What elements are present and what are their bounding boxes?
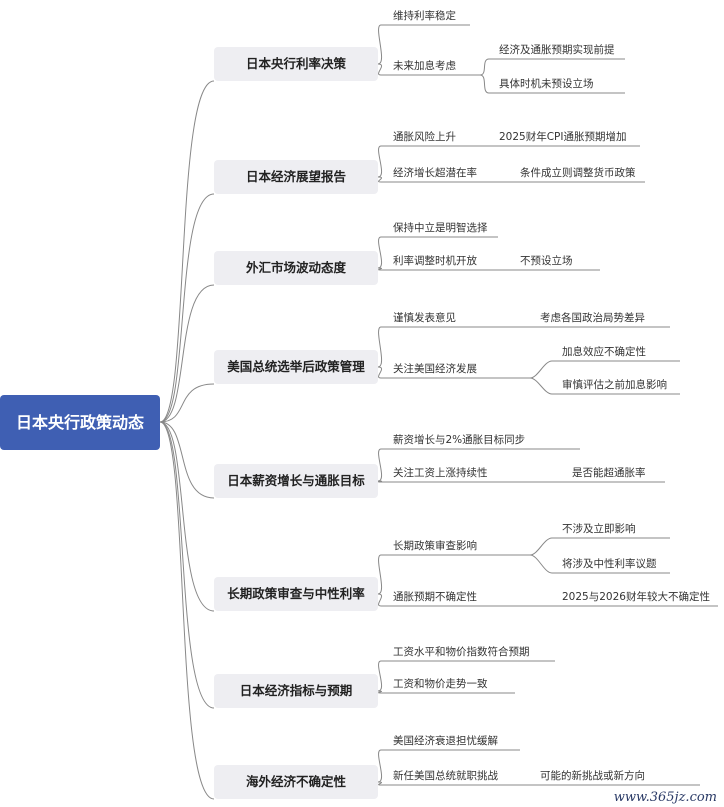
connector-4-2 bbox=[377, 366, 530, 379]
connector-1-2 bbox=[377, 63, 480, 76]
root-to-branch-4 bbox=[159, 383, 215, 423]
branch-8-child-2[interactable]: 新任美国总统就职挑战 bbox=[393, 770, 498, 782]
branch-node-3[interactable]: 外汇市场波动态度 bbox=[214, 251, 378, 285]
watermark: www.365jz.com bbox=[610, 790, 720, 805]
connector-3-2 bbox=[377, 267, 505, 271]
sub-connector-1-2-1 bbox=[479, 58, 625, 76]
branch-node-5[interactable]: 日本薪资增长与通胀目标 bbox=[214, 464, 378, 498]
branch-2-child-2-sub-1[interactable]: 条件成立则调整货币政策 bbox=[520, 167, 636, 179]
branch-node-8[interactable]: 海外经济不确定性 bbox=[214, 765, 378, 799]
branch-5-child-2[interactable]: 关注工资上涨持续性 bbox=[393, 467, 488, 479]
connector-1-1 bbox=[377, 24, 470, 65]
root-node[interactable]: 日本央行政策动态 bbox=[0, 395, 160, 450]
root-to-branch-2 bbox=[159, 193, 215, 423]
branch-5-child-1[interactable]: 薪资增长与2%通胀目标同步 bbox=[393, 434, 526, 446]
branch-1-child-1[interactable]: 维持利率稳定 bbox=[393, 10, 456, 22]
sub-connector-6-1-1 bbox=[529, 537, 670, 556]
root-to-branch-7 bbox=[159, 421, 215, 709]
connector-8-2 bbox=[377, 781, 525, 786]
branch-node-6[interactable]: 长期政策审查与中性利率 bbox=[214, 577, 378, 611]
root-to-branch-3 bbox=[159, 284, 215, 423]
branch-1-child-2-sub-2[interactable]: 具体时机未预设立场 bbox=[499, 78, 594, 90]
sub-connector-4-2-1 bbox=[529, 360, 680, 379]
branch-4-child-2[interactable]: 关注美国经济发展 bbox=[393, 363, 477, 375]
branch-8-child-2-sub-1[interactable]: 可能的新挑战或新方向 bbox=[540, 770, 645, 782]
branch-4-child-2-sub-2[interactable]: 审慎评估之前加息影响 bbox=[562, 379, 667, 391]
branch-6-child-1[interactable]: 长期政策审查影响 bbox=[393, 540, 477, 552]
connector-6-2 bbox=[377, 593, 560, 607]
branch-6-child-1-sub-2[interactable]: 将涉及中性利率议题 bbox=[562, 558, 657, 570]
branch-5-child-2-sub-1[interactable]: 是否能超通胀率 bbox=[572, 467, 646, 479]
connector-2-2 bbox=[377, 176, 478, 183]
connector-2-1 bbox=[377, 145, 478, 178]
branch-2-child-2[interactable]: 经济增长超潜在率 bbox=[393, 167, 477, 179]
branch-node-7[interactable]: 日本经济指标与预期 bbox=[214, 674, 378, 708]
branch-3-child-2[interactable]: 利率调整时机开放 bbox=[393, 255, 477, 267]
connector-3-1 bbox=[377, 236, 498, 269]
branch-3-child-2-sub-1[interactable]: 不预设立场 bbox=[520, 255, 573, 267]
branch-6-child-2-sub-1[interactable]: 2025与2026财年较大不确定性 bbox=[562, 591, 710, 603]
branch-3-child-1[interactable]: 保持中立是明智选择 bbox=[393, 222, 488, 234]
branch-4-child-1[interactable]: 谨慎发表意见 bbox=[393, 312, 456, 324]
root-to-branch-6 bbox=[159, 421, 215, 612]
branch-2-child-1[interactable]: 通胀风险上升 bbox=[393, 131, 456, 143]
root-to-branch-1 bbox=[159, 80, 215, 423]
sub-connector-4-2-2 bbox=[529, 377, 680, 395]
branch-1-child-2-sub-1[interactable]: 经济及通胀预期实现前提 bbox=[499, 44, 615, 56]
sub-connector-6-1-2 bbox=[529, 554, 670, 574]
root-to-branch-5 bbox=[159, 421, 215, 499]
branch-6-child-2[interactable]: 通胀预期不确定性 bbox=[393, 591, 477, 603]
branch-node-4[interactable]: 美国总统选举后政策管理 bbox=[214, 350, 378, 384]
connector-7-1 bbox=[377, 660, 555, 692]
connector-4-1 bbox=[377, 326, 510, 368]
connector-8-1 bbox=[377, 749, 520, 783]
branch-7-child-1[interactable]: 工资水平和物价指数符合预期 bbox=[393, 646, 530, 658]
connector-5-2 bbox=[377, 480, 560, 483]
branch-7-child-2[interactable]: 工资和物价走势一致 bbox=[393, 678, 488, 690]
sub-connector-1-2-2 bbox=[479, 74, 625, 94]
branch-node-2[interactable]: 日本经济展望报告 bbox=[214, 160, 378, 194]
branch-4-child-1-sub-1[interactable]: 考虑各国政治局势差异 bbox=[540, 312, 645, 324]
branch-node-1[interactable]: 日本央行利率决策 bbox=[214, 47, 378, 81]
root-to-branch-8 bbox=[159, 421, 215, 800]
branch-4-child-2-sub-1[interactable]: 加息效应不确定性 bbox=[562, 346, 646, 358]
branch-1-child-2[interactable]: 未来加息考虑 bbox=[393, 60, 456, 72]
branch-2-child-1-sub-1[interactable]: 2025财年CPI通胀预期增加 bbox=[499, 131, 627, 143]
connector-6-1 bbox=[377, 554, 530, 595]
connector-5-1 bbox=[377, 448, 580, 482]
branch-8-child-1[interactable]: 美国经济衰退担忧缓解 bbox=[393, 735, 498, 747]
branch-6-child-1-sub-1[interactable]: 不涉及立即影响 bbox=[562, 523, 636, 535]
connector-7-2 bbox=[377, 690, 515, 694]
